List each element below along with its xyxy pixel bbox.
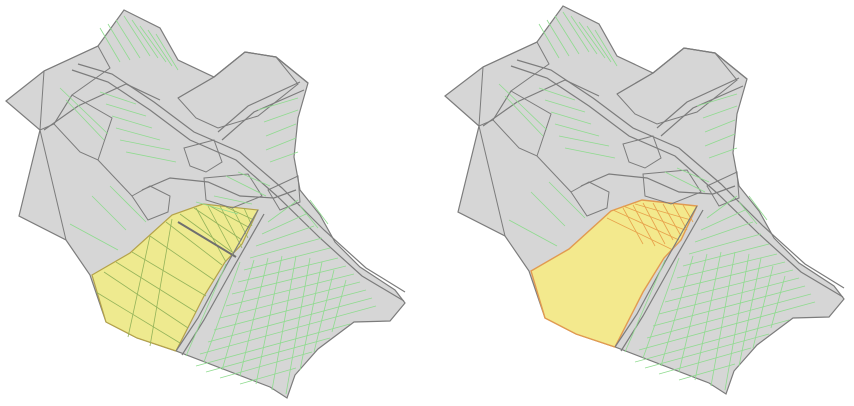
road-diagonal-edge (620, 209, 704, 352)
road-main-edge (516, 59, 845, 289)
road-cross (217, 81, 301, 133)
highlight-subdivision-lines (95, 205, 255, 347)
road-diagonal (614, 205, 698, 348)
subdivision-lines-southeast (185, 199, 377, 395)
subdivision-lines-gray-area (59, 15, 299, 251)
road-diagonal (175, 209, 259, 352)
road-cross (656, 77, 740, 129)
road-low (141, 177, 297, 199)
road-diagonal-edge (181, 213, 265, 356)
map-panel-left (5, 9, 406, 399)
subdivision-lines-gray-area (498, 11, 738, 247)
highlight-inner-road (177, 221, 237, 258)
road-left (482, 79, 600, 127)
road-cross-edge (660, 85, 744, 137)
road-left (43, 83, 161, 131)
road-main (71, 69, 405, 302)
road-network (43, 51, 406, 356)
parcel-boundaries (478, 41, 740, 237)
cadastral-map-right (444, 5, 845, 395)
road-main-edge (77, 63, 406, 293)
road-low (580, 173, 736, 195)
highlight-area-group (91, 203, 259, 352)
road-cross-edge (221, 89, 305, 141)
highlight-subdivision-lines (606, 202, 694, 251)
parcel-boundaries (39, 45, 301, 241)
map-panel-right (427, 0, 854, 406)
cadastral-map-left (5, 9, 406, 399)
road-main (510, 65, 844, 298)
subdivision-lines-southeast (624, 195, 816, 391)
